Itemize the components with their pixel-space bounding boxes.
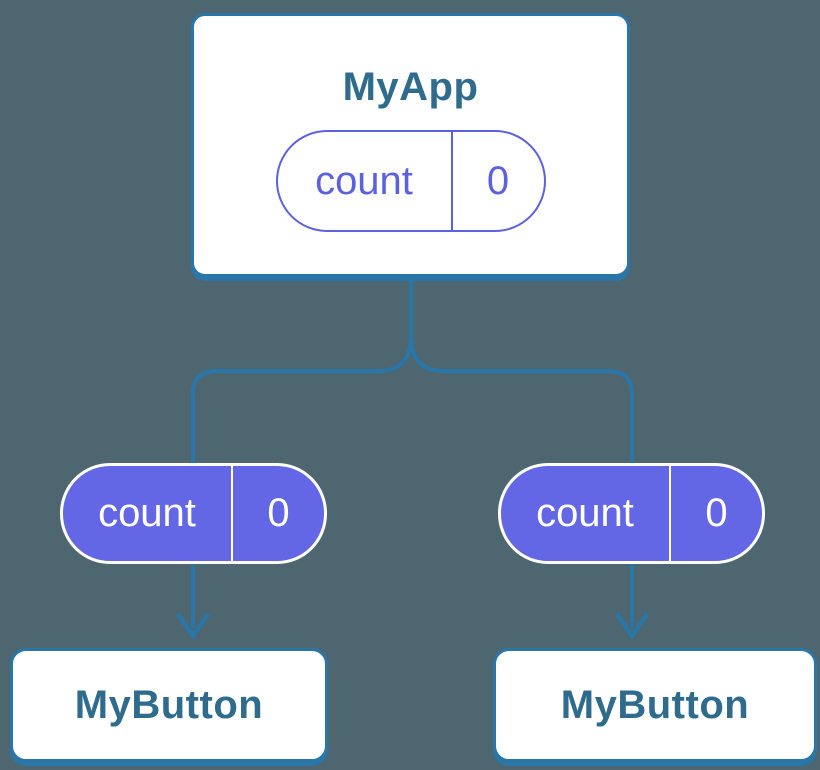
node-title: MyButton — [560, 683, 750, 727]
state-pill-myapp: count 0 — [275, 130, 546, 232]
arrow-right-head-icon — [615, 612, 649, 640]
state-key-label: count — [315, 158, 413, 203]
state-pill-right-button: count 0 — [498, 463, 765, 564]
node-mybutton-left: MyButton — [10, 648, 328, 762]
state-value: 0 — [450, 132, 544, 230]
connector-branch-right — [409, 335, 634, 464]
state-value: 0 — [669, 466, 762, 561]
arrow-left-head-icon — [176, 612, 210, 640]
node-myapp: MyApp count 0 — [191, 13, 630, 277]
state-value: 0 — [231, 466, 324, 561]
node-title: MyButton — [74, 683, 264, 727]
node-mybutton-right: MyButton — [493, 648, 817, 762]
state-key-label: count — [536, 491, 634, 535]
node-title: MyApp — [342, 65, 479, 109]
state-pill-left-button: count 0 — [60, 463, 327, 564]
state-key-label: count — [98, 491, 196, 535]
connector-branch-left — [191, 335, 413, 464]
